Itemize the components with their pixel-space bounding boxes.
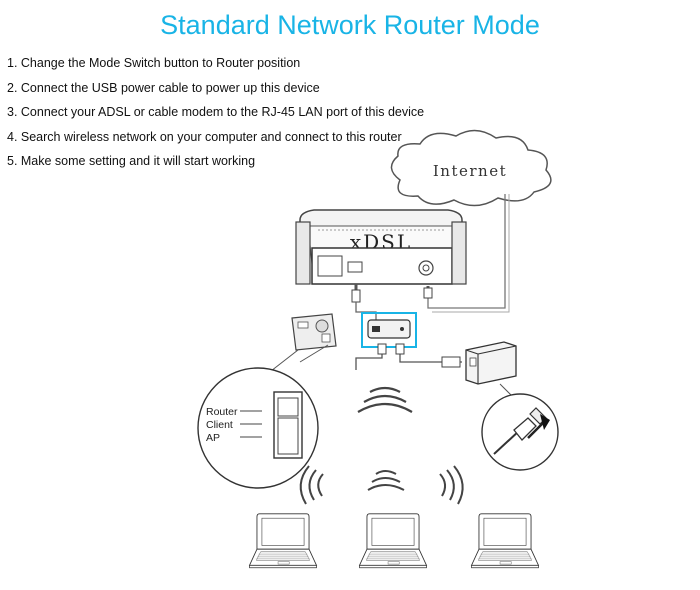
router-device-rear xyxy=(291,313,337,351)
laptop-3 xyxy=(471,513,539,569)
laptop-1 xyxy=(249,513,317,569)
step-4: 4. Search wireless network on your compu… xyxy=(7,129,402,144)
xdsl-modem: xDSL xyxy=(295,209,467,285)
page-title: Standard Network Router Mode xyxy=(160,10,540,40)
laptop-2 xyxy=(359,513,427,569)
step-5: 5. Make some setting and it will start w… xyxy=(7,154,256,168)
step-1: 1. Change the Mode Switch button to Rout… xyxy=(7,56,301,70)
wifi-waves-laptop-2 xyxy=(367,470,405,491)
router-device-highlight xyxy=(361,312,417,348)
switch-label-ap: AP xyxy=(206,432,220,444)
wifi-waves-router xyxy=(357,386,413,413)
instruction-steps: 1. Change the Mode Switch button to Rout… xyxy=(7,55,424,178)
mode-switch-callout: Router Client AP xyxy=(197,367,319,489)
internet-cloud: Internet xyxy=(390,129,552,207)
usb-detail-callout xyxy=(481,393,559,471)
internet-label: Internet xyxy=(433,162,507,180)
step-2: 2. Connect the USB power cable to power … xyxy=(7,80,320,95)
wifi-waves-laptop-1 xyxy=(299,465,324,505)
wifi-waves-laptop-3 xyxy=(439,465,464,505)
step-3: 3. Connect your ADSL or cable modem to t… xyxy=(7,105,425,119)
switch-label-router: Router xyxy=(206,406,238,418)
switch-label-client: Client xyxy=(206,419,233,431)
power-adapter xyxy=(465,341,517,385)
